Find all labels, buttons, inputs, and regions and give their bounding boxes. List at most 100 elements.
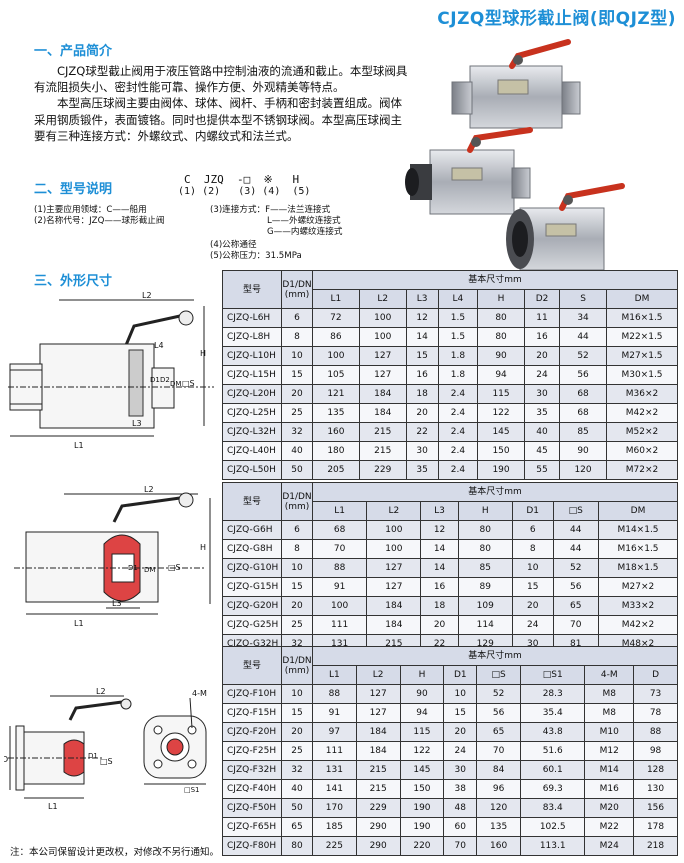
cell-value: 2.4 <box>437 460 479 480</box>
cell-value: 15 <box>281 365 313 385</box>
model-code: C JZQ -□ ※ H <box>184 173 300 186</box>
svg-text:DM: DM <box>144 566 155 574</box>
cell-value: 120 <box>559 460 607 480</box>
product-photos <box>405 39 625 271</box>
cell-value: 80 <box>281 836 313 856</box>
cell-value: 178 <box>633 817 678 837</box>
cell-value: 135 <box>476 817 521 837</box>
th-col: L1 <box>312 665 357 685</box>
cell-value: 215 <box>355 779 401 799</box>
svg-text:4-M: 4-M <box>192 689 207 698</box>
cell-value: 22 <box>405 422 439 442</box>
svg-text:L4: L4 <box>154 341 164 350</box>
cell-value: 98 <box>633 741 678 761</box>
th-dn: D1/DN(mm) <box>281 646 313 685</box>
drawing-flange: L2 D L1 D1 □S 4-M □S1 <box>4 687 207 811</box>
th-dn: D1/DN(mm) <box>281 482 313 521</box>
section-heading-model: 二、型号说明 <box>34 182 113 197</box>
cell-value: 2.4 <box>437 403 479 423</box>
th-col: D <box>633 665 678 685</box>
valve-photo-1 <box>451 39 581 129</box>
cell-value: 94 <box>399 703 445 723</box>
cell-value: M24 <box>584 836 635 856</box>
cell-value: 56 <box>476 703 521 723</box>
cell-value: M16 <box>584 779 635 799</box>
cell-value: 15 <box>511 577 554 597</box>
cell-value: 20 <box>511 596 554 616</box>
svg-text:L2: L2 <box>142 291 152 300</box>
cell-value: 90 <box>477 346 525 366</box>
cell-value: 160 <box>312 422 360 442</box>
cell-value: 135 <box>312 403 360 423</box>
cell-value: 24 <box>523 365 561 385</box>
cell-value: 113.1 <box>519 836 586 856</box>
cell-value: 50 <box>281 460 313 480</box>
model-note-3c: G——内螺纹连接式 <box>267 227 343 237</box>
cell-value: 1.5 <box>437 327 479 347</box>
cell-value: 160 <box>476 836 521 856</box>
cell-value: 70 <box>311 539 368 559</box>
cell-value: M12 <box>584 741 635 761</box>
th-col: L2 <box>366 501 422 521</box>
cell-value: 88 <box>633 722 678 742</box>
cell-value: 131 <box>312 760 357 780</box>
cell-value: 48 <box>443 798 478 818</box>
cell-value: 56 <box>552 577 600 597</box>
cell-value: 100 <box>358 308 407 328</box>
cell-value: M27×2 <box>598 577 678 597</box>
svg-text:□S: □S <box>168 563 181 572</box>
cell-model: CJZQ-F65H <box>222 817 282 837</box>
cell-value: 100 <box>366 520 422 540</box>
cell-value: 56 <box>559 365 607 385</box>
cell-value: 14 <box>420 539 459 559</box>
model-note-5: (5)公称压力：31.5MPa <box>210 251 302 261</box>
cell-value: 68 <box>559 403 607 423</box>
cell-value: 10 <box>281 684 313 704</box>
cell-value: 45 <box>523 441 561 461</box>
cell-model: CJZQ-L20H <box>222 384 282 404</box>
cell-value: 43.8 <box>519 722 586 742</box>
cell-value: 15 <box>405 346 439 366</box>
cell-value: 2.4 <box>437 441 479 461</box>
cell-value: 15 <box>281 703 313 723</box>
cell-model: CJZQ-L32H <box>222 422 282 442</box>
cell-value: 11 <box>523 308 561 328</box>
cell-value: 18 <box>405 384 439 404</box>
cell-model: CJZQ-L6H <box>222 308 282 328</box>
cell-value: 215 <box>358 422 407 442</box>
cell-value: 25 <box>281 403 313 423</box>
cell-value: 73 <box>633 684 678 704</box>
cell-value: 91 <box>311 577 368 597</box>
cell-value: 105 <box>312 365 360 385</box>
svg-text:L3: L3 <box>112 599 122 608</box>
cell-value: 18 <box>420 596 459 616</box>
cell-value: M14×1.5 <box>598 520 678 540</box>
cell-model: CJZQ-L15H <box>222 365 282 385</box>
cell-value: 38 <box>443 779 478 799</box>
cell-value: 1.8 <box>437 365 479 385</box>
cell-value: 52 <box>552 558 600 578</box>
th-col: DM <box>598 501 678 521</box>
cell-value: 145 <box>399 760 445 780</box>
cell-value: 80 <box>457 539 513 559</box>
th-col: D2 <box>523 289 561 309</box>
cell-value: M42×2 <box>606 403 678 423</box>
intro-text: CJZQ球型截止阀用于液压管路中控制油液的流通和截止。本型球阀具有流阻损失小、密… <box>34 63 412 144</box>
cell-value: 25 <box>281 615 313 635</box>
cell-value: M36×2 <box>606 384 678 404</box>
footnote: 注：本公司保留设计更改权，对修改不另行通知。 <box>10 847 220 858</box>
th-model: 型号 <box>222 482 282 521</box>
cell-value: 85 <box>559 422 607 442</box>
cell-value: 100 <box>366 539 422 559</box>
cell-value: 190 <box>399 798 445 818</box>
cell-value: 184 <box>366 596 422 616</box>
cell-value: 34 <box>559 308 607 328</box>
cell-model: CJZQ-F20H <box>222 722 282 742</box>
svg-text:L1: L1 <box>48 802 58 811</box>
cell-value: 290 <box>355 836 401 856</box>
cell-value: 30 <box>523 384 561 404</box>
